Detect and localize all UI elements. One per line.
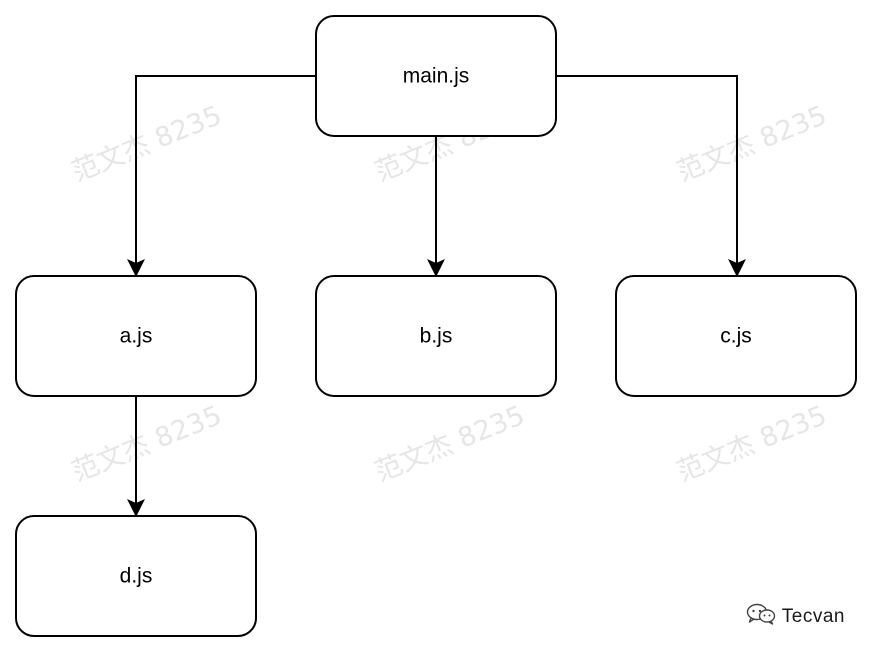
brand-watermark: Tecvan <box>746 603 845 630</box>
node-d: d.js <box>15 515 257 637</box>
node-a-box <box>15 275 257 397</box>
node-a-label: a.js <box>120 325 153 348</box>
watermark-text: 范文杰 8235 <box>673 400 831 488</box>
node-c-label: c.js <box>720 325 752 348</box>
node-c: c.js <box>615 275 857 397</box>
arrowhead-main-to-a <box>127 259 145 277</box>
node-main: main.js <box>315 15 557 137</box>
node-main-box <box>315 15 557 137</box>
arrowhead-main-to-b <box>427 259 445 277</box>
edge-layer <box>127 75 746 517</box>
wechat-icon <box>746 603 776 630</box>
node-b-label: b.js <box>420 325 453 348</box>
watermark-text: 范文杰 8235 <box>371 400 529 488</box>
arrowhead-a-to-d <box>127 499 145 517</box>
node-b: b.js <box>315 275 557 397</box>
node-d-box <box>15 515 257 637</box>
edge-main-to-c <box>556 75 738 263</box>
watermark-text: 范文杰 8235 <box>68 400 226 488</box>
watermark-text: 范文杰 8235 <box>68 100 226 188</box>
edge-main-to-a <box>135 75 316 263</box>
node-c-box <box>615 275 857 397</box>
node-a: a.js <box>15 275 257 397</box>
node-main-label: main.js <box>403 65 470 88</box>
node-d-label: d.js <box>120 565 153 588</box>
watermark-text: 范文杰 8235 <box>673 100 831 188</box>
arrowhead-main-to-c <box>728 259 746 277</box>
node-b-box <box>315 275 557 397</box>
brand-name: Tecvan <box>781 605 845 627</box>
